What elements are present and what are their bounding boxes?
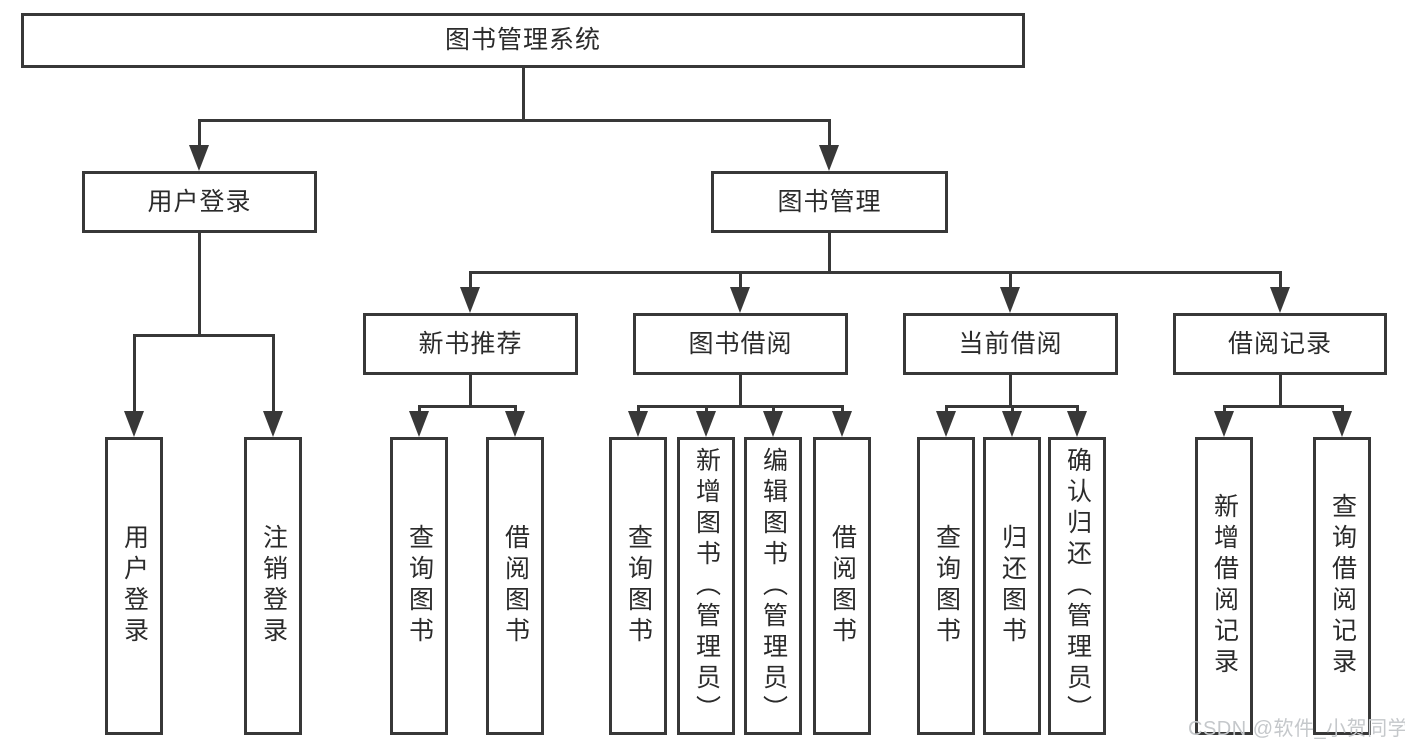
connector-stem bbox=[521, 68, 525, 120]
connector-drop bbox=[1222, 406, 1226, 411]
connector-stem bbox=[827, 233, 831, 272]
node-current-borrowing: 当前借阅 bbox=[903, 313, 1118, 375]
arrowhead-icon bbox=[409, 411, 429, 437]
arrowhead-icon bbox=[832, 411, 852, 437]
node-leaf-borrow-books-1: 借阅图书 bbox=[486, 437, 544, 735]
arrowhead-icon bbox=[124, 411, 144, 437]
arrowhead-icon bbox=[763, 411, 783, 437]
connector-drop bbox=[704, 406, 708, 411]
connector-drop bbox=[1340, 406, 1344, 411]
arrowhead-icon bbox=[1000, 287, 1020, 313]
arrowhead-icon bbox=[1332, 411, 1352, 437]
arrowhead-icon bbox=[936, 411, 956, 437]
connector-stem bbox=[468, 375, 472, 406]
connector-drop bbox=[468, 272, 472, 287]
node-new-book-recommend: 新书推荐 bbox=[363, 313, 578, 375]
arrowhead-icon bbox=[1002, 411, 1022, 437]
connector-drop bbox=[1075, 406, 1079, 411]
arrowhead-icon bbox=[819, 145, 839, 171]
arrowhead-icon bbox=[1067, 411, 1087, 437]
node-leaf-query-books-2: 查询图书 bbox=[609, 437, 667, 735]
connector-drop bbox=[827, 120, 831, 145]
arrowhead-icon bbox=[730, 287, 750, 313]
connector-rail bbox=[468, 270, 1282, 274]
arrowhead-icon bbox=[263, 411, 283, 437]
connector-drop bbox=[132, 335, 136, 411]
node-leaf-confirm-return: 确认归还（管理员） bbox=[1048, 437, 1106, 735]
connector-drop bbox=[417, 406, 421, 411]
node-leaf-add-books: 新增图书（管理员） bbox=[677, 437, 735, 735]
connector-drop bbox=[513, 406, 517, 411]
node-leaf-edit-books: 编辑图书（管理员） bbox=[744, 437, 802, 735]
node-leaf-query-books-3: 查询图书 bbox=[917, 437, 975, 735]
connector-rail bbox=[132, 333, 275, 337]
csdn-watermark: CSDN @软件_小贺同学 bbox=[1188, 718, 1405, 740]
node-leaf-query-borrow-record: 查询借阅记录 bbox=[1313, 437, 1371, 735]
connector-drop bbox=[1278, 272, 1282, 287]
connector-drop bbox=[197, 120, 201, 145]
node-user-login-module: 用户登录 bbox=[82, 171, 317, 233]
arrowhead-icon bbox=[1270, 287, 1290, 313]
arrowhead-icon bbox=[460, 287, 480, 313]
connector-drop bbox=[944, 406, 948, 411]
connector-drop bbox=[1010, 406, 1014, 411]
connector-stem bbox=[197, 233, 201, 335]
connector-rail bbox=[1222, 404, 1344, 408]
node-leaf-query-books-1: 查询图书 bbox=[390, 437, 448, 735]
arrowhead-icon bbox=[628, 411, 648, 437]
node-leaf-user-login: 用户登录 bbox=[105, 437, 163, 735]
connector-drop bbox=[771, 406, 775, 411]
connector-stem bbox=[1278, 375, 1282, 406]
node-book-borrowing: 图书借阅 bbox=[633, 313, 848, 375]
node-leaf-borrow-books-2: 借阅图书 bbox=[813, 437, 871, 735]
connector-rail bbox=[197, 118, 831, 122]
connector-drop bbox=[738, 272, 742, 287]
connector-drop bbox=[840, 406, 844, 411]
arrowhead-icon bbox=[1214, 411, 1234, 437]
node-root-system: 图书管理系统 bbox=[21, 13, 1025, 68]
arrowhead-icon bbox=[505, 411, 525, 437]
node-book-management: 图书管理 bbox=[711, 171, 948, 233]
connector-rail bbox=[417, 404, 517, 408]
connector-stem bbox=[738, 375, 742, 406]
connector-drop bbox=[636, 406, 640, 411]
arrowhead-icon bbox=[696, 411, 716, 437]
arrowhead-icon bbox=[189, 145, 209, 171]
connector-drop bbox=[271, 335, 275, 411]
connector-drop bbox=[1008, 272, 1012, 287]
node-leaf-return-books: 归还图书 bbox=[983, 437, 1041, 735]
node-leaf-logout: 注销登录 bbox=[244, 437, 302, 735]
node-leaf-add-borrow-record: 新增借阅记录 bbox=[1195, 437, 1253, 735]
connector-rail bbox=[636, 404, 844, 408]
node-borrowing-records: 借阅记录 bbox=[1173, 313, 1387, 375]
connector-stem bbox=[1008, 375, 1012, 406]
